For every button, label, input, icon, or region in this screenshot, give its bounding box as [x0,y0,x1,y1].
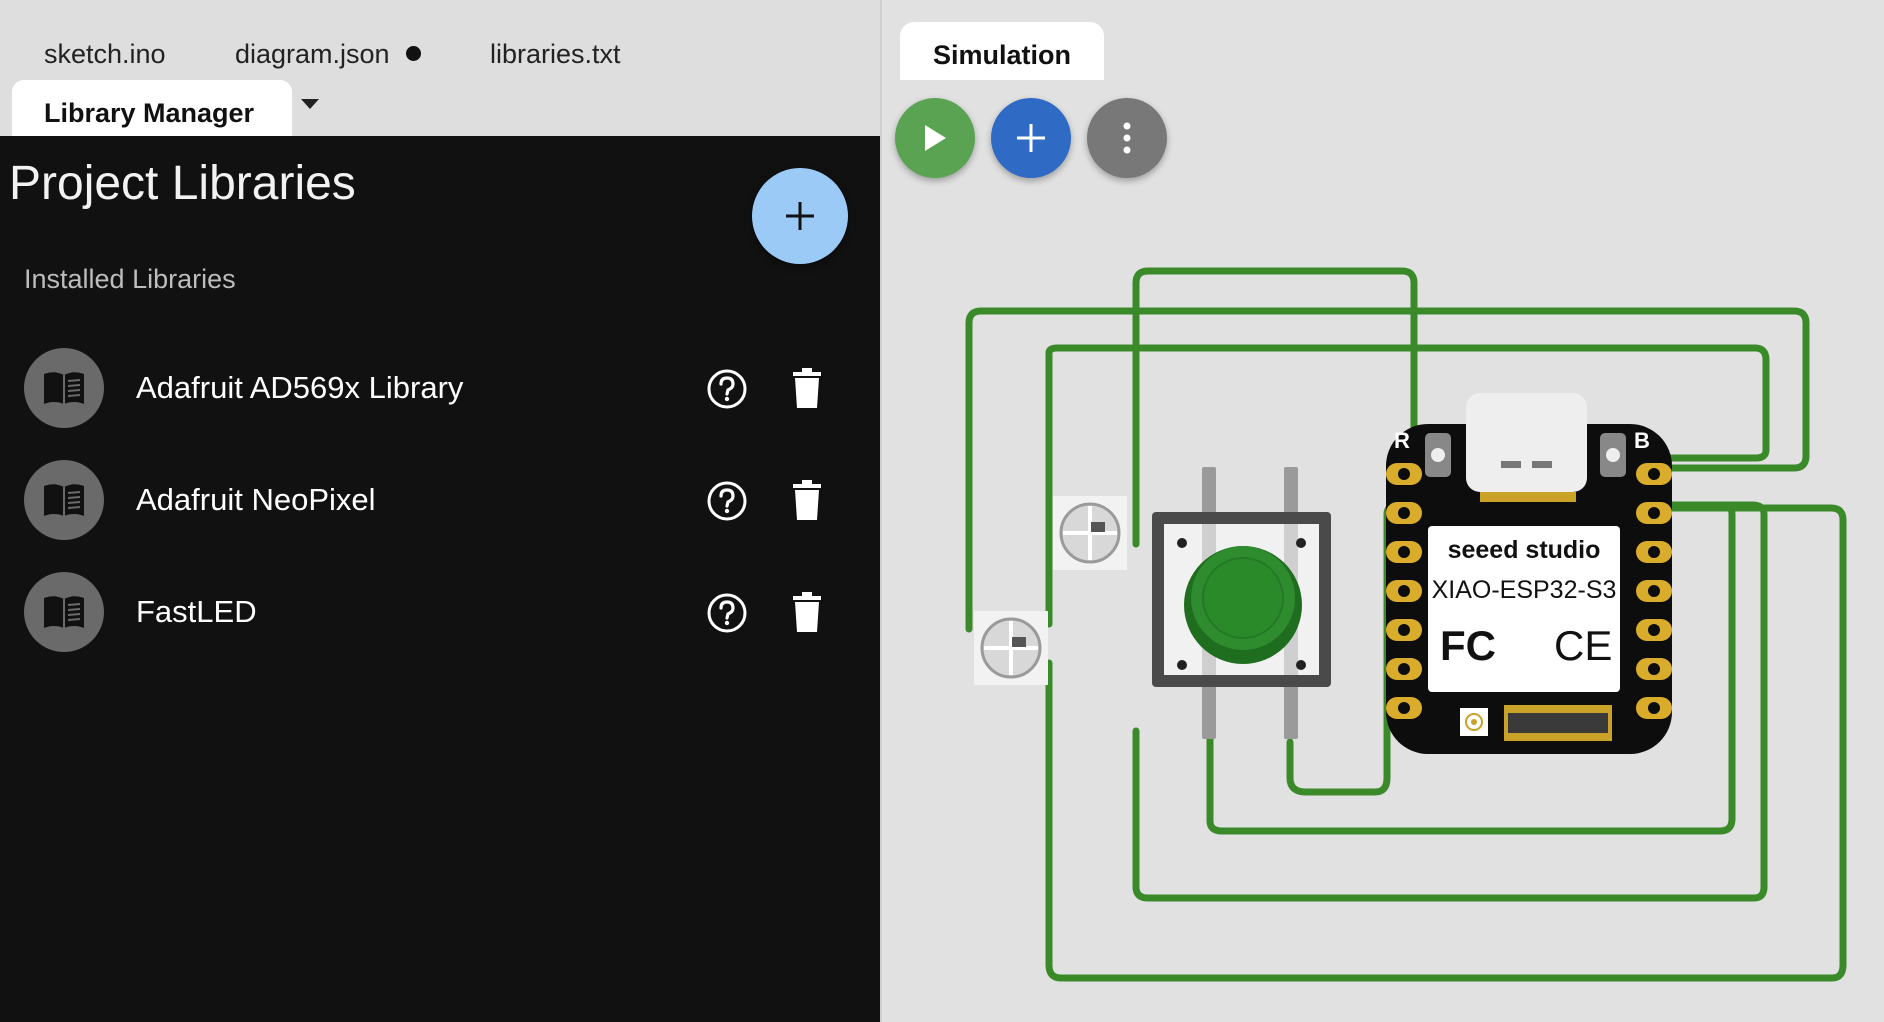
add-library-button[interactable] [752,168,848,264]
tab-library-manager[interactable]: Library Manager [12,80,292,138]
add-part-button[interactable] [991,98,1071,178]
book-icon [24,572,104,652]
library-row: Adafruit NeoPixel [0,444,880,556]
ce-mark: CE [1554,622,1612,669]
vertical-dots-icon [1123,122,1131,154]
library-name: Adafruit AD569x Library [136,370,464,405]
library-name: Adafruit NeoPixel [136,482,376,517]
tab-sketch-ino[interactable]: sketch.ino [44,39,166,69]
page-title: Project Libraries [9,157,356,210]
editor-pane: sketch.ino diagram.json libraries.txt Li… [0,0,880,1022]
library-row: Adafruit AD569x Library [0,332,880,444]
xiao-esp32-s3-board[interactable]: R B seeed studio XIAO-ESP32-S3 FC [1386,393,1672,754]
help-icon[interactable] [706,592,748,634]
wire [1045,344,1770,628]
wire [1132,267,1418,548]
boot-label: B [1634,428,1650,453]
neopixel-led[interactable] [974,611,1048,685]
caret-down-icon[interactable] [301,99,319,109]
tab-diagram-label: diagram.json [235,39,390,69]
wire [1045,504,1847,982]
trash-icon[interactable] [792,368,822,408]
reset-label: R [1394,428,1410,453]
plus-icon [1017,124,1045,152]
pane-divider[interactable] [880,0,882,1022]
installed-libraries-heading: Installed Libraries [24,264,236,294]
board-brand: seeed studio [1448,536,1601,564]
more-options-button[interactable] [1087,98,1167,178]
plus-icon [786,202,814,230]
trash-icon[interactable] [792,480,822,520]
fc-mark: FC [1440,622,1496,669]
run-simulation-button[interactable] [895,98,975,178]
library-name: FastLED [136,594,257,629]
neopixel-led[interactable] [1053,496,1127,570]
book-icon [24,348,104,428]
board-model: XIAO-ESP32-S3 [1432,576,1617,604]
pushbutton[interactable] [1152,467,1331,739]
help-icon[interactable] [706,368,748,410]
trash-icon[interactable] [792,592,822,632]
tab-diagram-json[interactable]: diagram.json [235,39,421,69]
tab-simulation[interactable]: Simulation [900,22,1104,80]
unsaved-dot-icon [405,46,421,61]
simulation-pane: Simulation [882,0,1884,1022]
play-icon [925,125,946,151]
tab-libraries-txt[interactable]: libraries.txt [490,39,621,69]
editor-tab-bar: sketch.ino diagram.json libraries.txt Li… [0,0,880,138]
circuit-canvas[interactable]: R B seeed studio XIAO-ESP32-S3 FC [882,180,1884,1022]
help-icon[interactable] [706,480,748,522]
wire [965,307,1810,633]
library-manager-panel: Project Libraries Installed Libraries Ad… [0,136,880,1022]
wires[interactable] [965,267,1847,982]
library-row: FastLED [0,556,880,668]
book-icon [24,460,104,540]
